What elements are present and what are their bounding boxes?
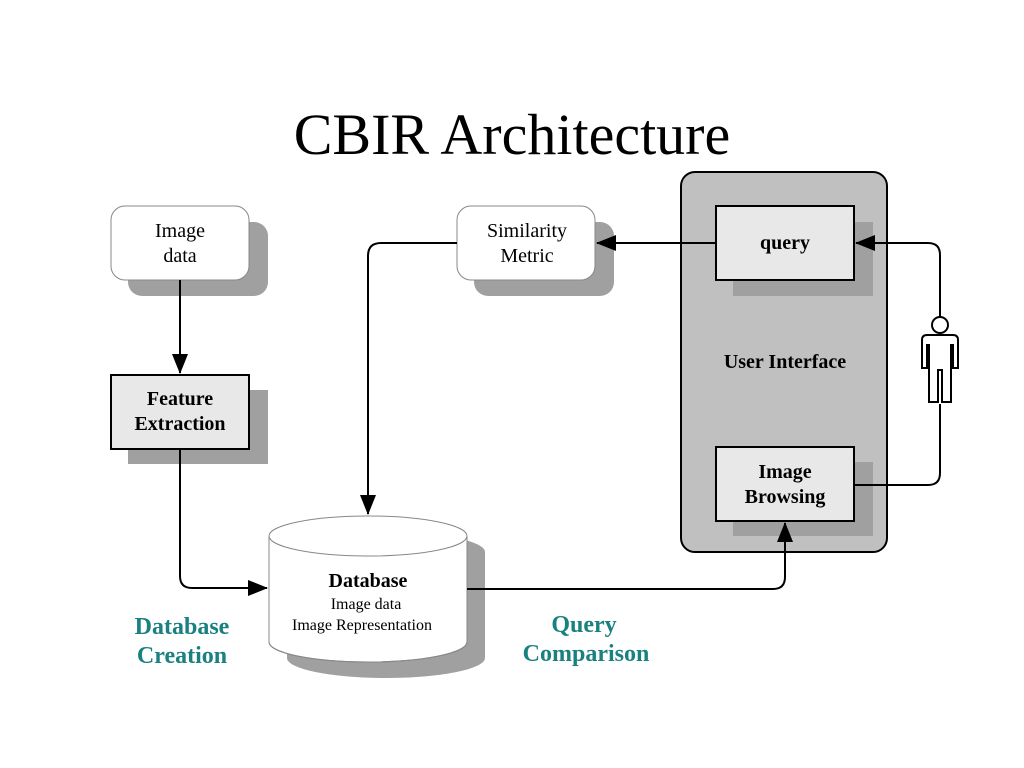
caption-query-comparison-line-1: Query: [551, 612, 616, 638]
query-label: query: [760, 232, 810, 254]
similarity-metric-label-2: Metric: [500, 245, 553, 267]
arrow-database-to-image-browsing: [467, 522, 793, 590]
person-icon: [921, 316, 959, 403]
image-browsing-label-1: Image: [758, 461, 811, 483]
arrow-feature-extraction-to-database: [179, 449, 268, 596]
query-box: query: [715, 205, 873, 296]
caption-database-creation-line-2: Creation: [137, 643, 227, 669]
user-interface-label: User Interface: [724, 351, 846, 373]
similarity-metric-label-1: Similarity: [487, 220, 567, 242]
image-browsing-label-2: Browsing: [745, 486, 826, 508]
feature-extraction-box: Feature Extraction: [110, 374, 268, 464]
image-browsing-box: Image Browsing: [715, 446, 873, 536]
database-item-image-data: Image data: [331, 596, 402, 613]
database-cylinder: Database Image data Image Representation: [268, 515, 485, 678]
feature-extraction-label-1: Feature: [147, 388, 213, 410]
arrow-similarity-metric-to-database: [360, 242, 457, 515]
feature-extraction-label-2: Extraction: [134, 413, 225, 435]
caption-query-comparison-line-2: Comparison: [523, 641, 650, 667]
page-title: CBIR Architecture: [294, 102, 731, 167]
caption-database-creation: Database Creation: [135, 614, 230, 669]
image-data-label-1: Image: [155, 220, 205, 242]
caption-query-comparison: Query Comparison: [523, 612, 650, 667]
image-data-box: Image data: [110, 205, 268, 296]
database-label: Database: [329, 570, 408, 592]
image-data-label-2: data: [163, 245, 196, 267]
arrow-user-to-query: [855, 235, 941, 318]
caption-database-creation-line-1: Database: [135, 614, 230, 640]
database-item-image-representation: Image Representation: [292, 617, 432, 634]
line-image-browsing-to-user: [854, 404, 941, 486]
similarity-metric-box: Similarity Metric: [456, 205, 614, 296]
